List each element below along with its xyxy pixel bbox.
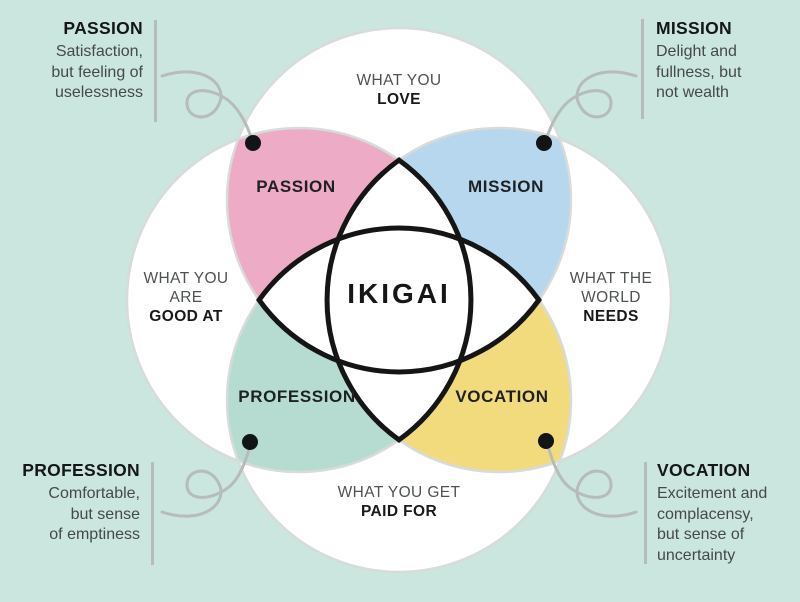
note-line: Delight and [656,43,737,60]
label-what-you-are-good-at: WHAT YOU ARE GOOD AT [143,269,228,326]
note-profession-title: PROFESSION [22,460,140,480]
petal-label-passion: PASSION [256,177,336,196]
petal-label-profession: PROFESSION [238,387,356,406]
squiggle-top-left [160,70,254,142]
label-line-bold: NEEDS [583,308,639,325]
note-passion: PASSION Satisfaction, but feeling of use… [51,16,143,104]
note-line: of emptiness [49,526,140,543]
label-line-bold: PAID FOR [360,503,438,520]
note-line: but sense [70,505,140,523]
note-mission-title: MISSION [656,18,732,38]
note-vocation: VOCATION Excitement and complacensy, but… [657,458,767,566]
lens-horizontal-outline [256,225,542,375]
note-mission: MISSION Delight and fullness, but not we… [656,16,741,104]
label-line: WHAT THE [569,270,653,287]
note-line: Satisfaction, [55,43,143,60]
center-title: IKIGAI [347,278,451,309]
label-line-bold: LOVE [377,91,421,108]
note-line: uselessness [54,84,143,101]
label-line: WHAT YOU [143,270,229,287]
dot-passion-icon [245,135,261,151]
label-line-bold: GOOD AT [149,308,223,325]
note-vocation-title: VOCATION [657,460,751,480]
note-line: complacensy, [657,505,754,523]
squiggle-bottom-left [160,444,252,518]
note-line: Comfortable, [48,485,140,502]
note-line: fullness, but [656,63,742,81]
note-line: but feeling of [51,63,143,81]
label-line: ARE [169,289,203,306]
squiggle-top-right [544,70,638,142]
label-what-the-world-needs: WHAT THE WORLD NEEDS [570,269,652,326]
label-line: WHAT YOU [356,72,442,89]
note-line: uncertainty [657,546,736,564]
note-line: but sense of [657,526,745,543]
label-what-you-love: WHAT YOU LOVE [356,71,441,109]
dot-profession-icon [242,434,258,450]
note-line: not wealth [656,84,729,101]
note-line: Excitement and [657,485,768,502]
petal-label-mission: MISSION [468,177,544,196]
label-line: WORLD [581,289,641,306]
note-profession: PROFESSION Comfortable, but sense of emp… [22,458,140,546]
dot-vocation-icon [538,433,554,449]
dot-mission-icon [536,135,552,151]
note-passion-title: PASSION [63,18,143,38]
petal-label-vocation: VOCATION [455,387,549,406]
squiggle-bottom-right [546,444,638,518]
label-line: WHAT YOU GET [337,484,461,501]
lens-vertical-outline [324,157,474,443]
label-what-you-get-paid-for: WHAT YOU GET PAID FOR [338,483,461,521]
